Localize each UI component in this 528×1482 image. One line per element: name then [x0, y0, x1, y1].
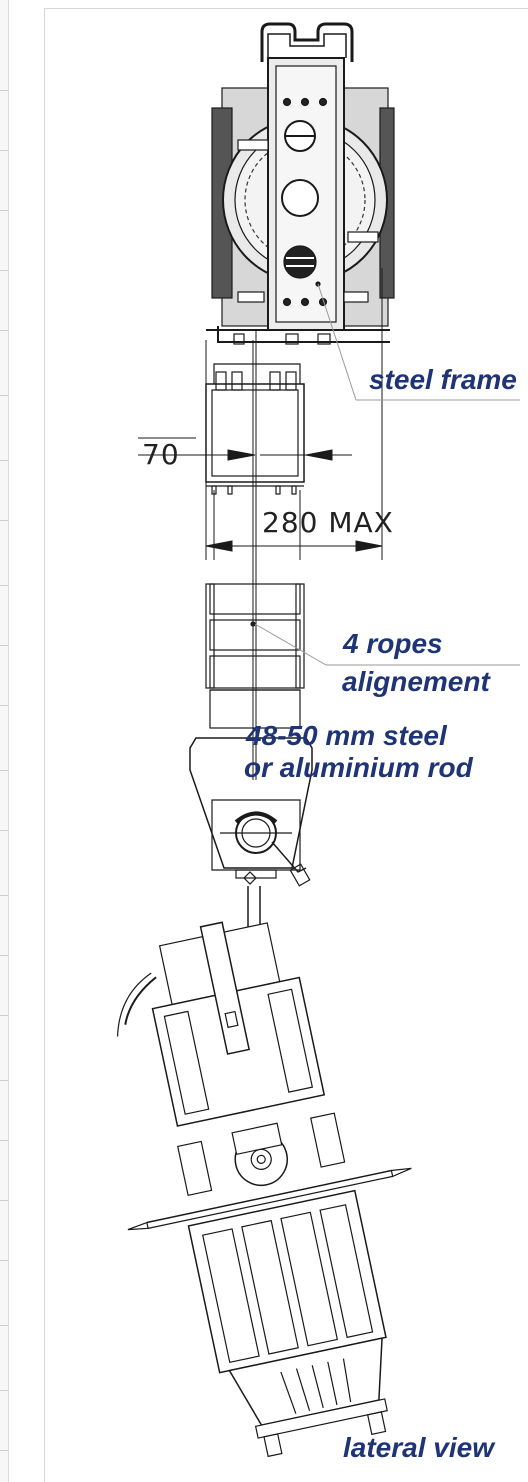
left-ruler-strip [0, 0, 9, 1482]
rod-label-line1: 48-50 mm steel [246, 720, 447, 751]
dimension-280-max: 280 MAX [262, 506, 394, 539]
cone-clamp [189, 737, 313, 887]
ropes-label-line2: alignement [342, 666, 490, 697]
drawing-frame [44, 8, 528, 1482]
leader-lines [254, 283, 520, 666]
hoist-steel-frame [206, 22, 395, 345]
rod-label-line2: or aluminium rod [244, 752, 473, 783]
dimension-lines [138, 268, 383, 560]
luminaire [116, 921, 412, 1458]
centre-line [252, 330, 257, 780]
steel-frame-label: steel frame [369, 364, 517, 395]
ropes-label-line1: 4 ropes [343, 628, 443, 659]
clamp-block [205, 363, 305, 495]
dimension-70: 70 [142, 438, 180, 471]
rope-aligner [205, 583, 305, 729]
lateral-view-caption: lateral view [343, 1432, 494, 1463]
